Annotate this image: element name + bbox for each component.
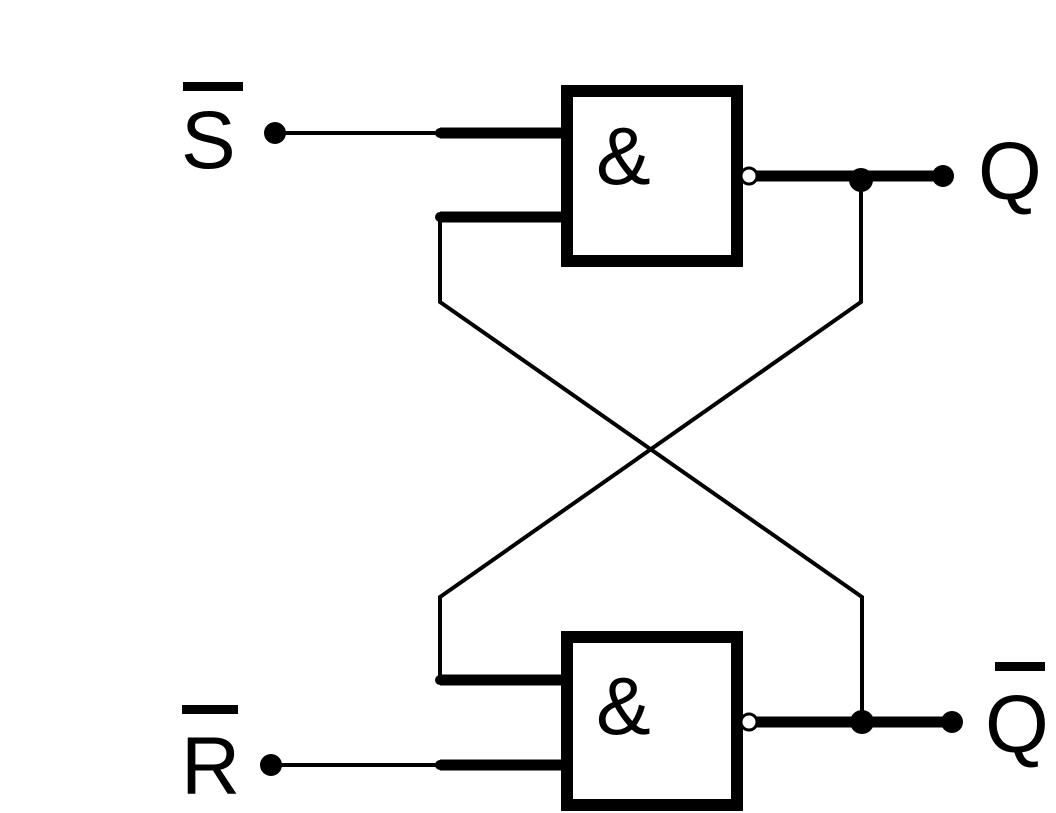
- gate-top-inversion-bubble: [739, 166, 759, 186]
- qnot-terminal-dot: [941, 711, 963, 733]
- wire-s-input: [264, 122, 567, 144]
- feedback-qnot-path: [438, 217, 864, 722]
- output-q-label-group: Q: [978, 126, 1042, 217]
- r-overbar: [182, 705, 238, 714]
- wire-r-input: [260, 754, 567, 776]
- input-s-label-group: S: [181, 82, 243, 186]
- input-r-label: R: [181, 721, 240, 812]
- qnot-overbar: [995, 662, 1045, 671]
- wire-q-output: [757, 165, 954, 192]
- r-pin-junction: [435, 760, 445, 770]
- output-qnot-label-group: Q: [985, 662, 1049, 770]
- input-r-label-group: R: [181, 705, 240, 812]
- nand-gate-bottom: &: [561, 631, 759, 811]
- output-q-label: Q: [978, 126, 1042, 217]
- q-terminal-dot: [932, 165, 954, 187]
- output-qnot-label: Q: [985, 679, 1049, 770]
- gate-bottom-body: [561, 631, 743, 811]
- s-overbar: [183, 82, 243, 91]
- input-s-label: S: [181, 95, 236, 186]
- gate-bottom-inversion-bubble: [739, 712, 759, 732]
- s-pin-junction: [435, 128, 445, 138]
- gate-bottom-symbol: &: [596, 661, 651, 752]
- nand-gate-top: &: [561, 85, 759, 267]
- feedback-qnot-to-top: [435, 211, 864, 722]
- gate-top-symbol: &: [596, 111, 651, 202]
- gate-top-body: [561, 85, 743, 267]
